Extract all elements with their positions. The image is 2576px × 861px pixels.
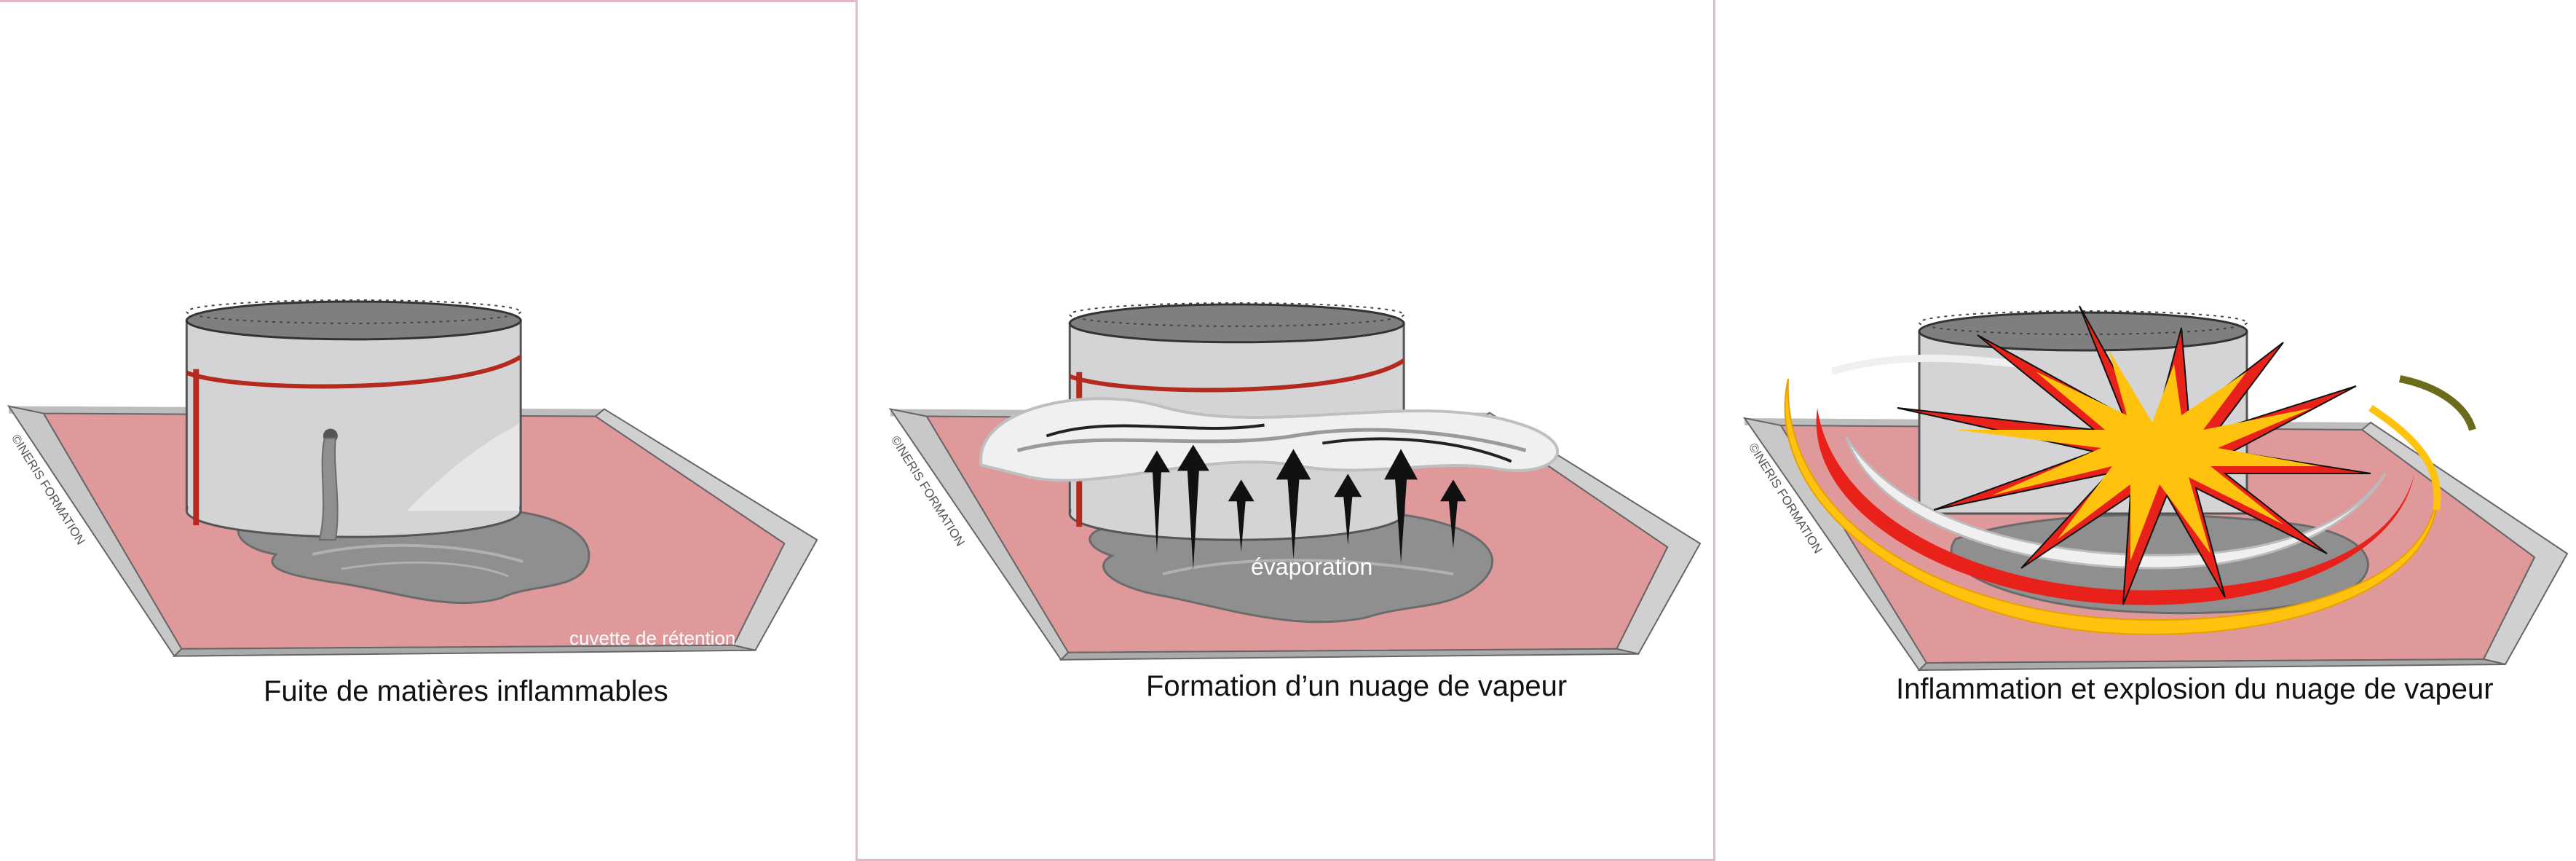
tank-ring-pipe: [186, 355, 522, 389]
panel-vapour-cloud: ©INERIS FORMATION évaporation Formation …: [858, 0, 1715, 861]
tank-roof: [1068, 303, 1405, 344]
caption-leak: Fuite de matières inflammables: [264, 675, 668, 707]
explosion-illustration: [1742, 305, 2569, 672]
tank-roof: [185, 300, 522, 341]
tank-ring-pipe: [1069, 358, 1405, 393]
evaporation-label: évaporation: [1251, 554, 1373, 580]
caption-vapour-cloud: Formation d’un nuage de vapeur: [1146, 670, 1568, 702]
vapour-swirl: [1845, 436, 2387, 570]
explosion-starburst: [1897, 305, 2371, 605]
panel-explosion: ©INERIS FORMATION Inflammation et explos…: [1715, 0, 2576, 861]
leak-stream: [318, 437, 339, 541]
leak-illustration: [7, 299, 818, 658]
evaporation-arrows: [1143, 444, 1466, 571]
basin-front-lip: [1917, 658, 2506, 672]
panel-leak: ©INERIS FORMATION cuvette de rétention F…: [0, 0, 858, 861]
basin-front-lip: [1059, 648, 1639, 661]
caption-explosion: Inflammation et explosion du nuage de va…: [1896, 673, 2494, 705]
retention-basin-label: cuvette de rétention: [569, 627, 736, 649]
basin-front-lip: [172, 644, 756, 657]
tank-roof: [1918, 311, 2248, 352]
vapour-illustration: [888, 302, 1702, 661]
